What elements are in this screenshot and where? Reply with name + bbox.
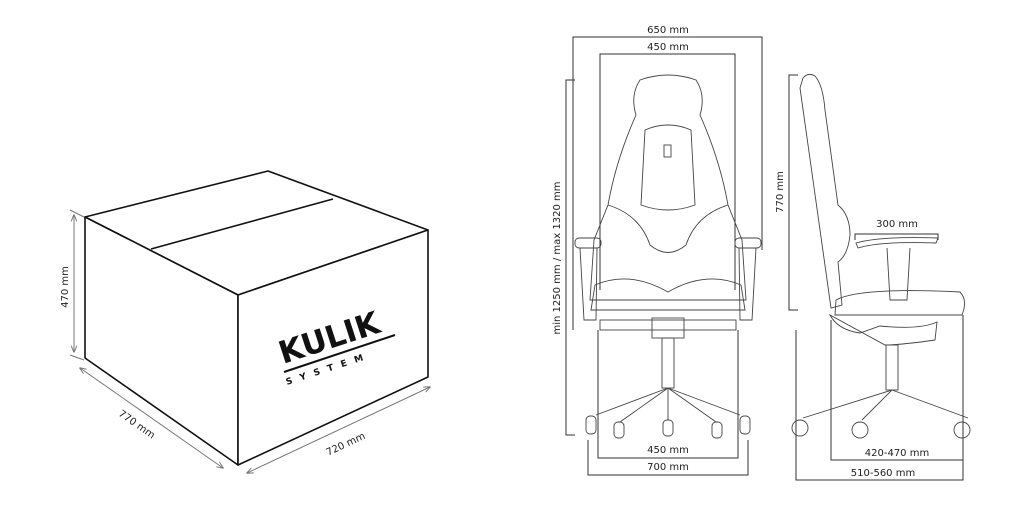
chair-side-view: 770 mm 300 mm 420-470 mm 510-560 mm bbox=[775, 73, 971, 481]
overall-width-bracket bbox=[572, 36, 763, 330]
side-armrest-pad bbox=[855, 237, 939, 249]
base-width-label: 700 mm bbox=[647, 462, 689, 473]
side-backrest bbox=[799, 73, 851, 309]
shipping-box: KULIK SYSTEM 470 mm 770 mm 720 mm bbox=[60, 170, 430, 473]
seat-mechanism bbox=[651, 317, 685, 339]
side-caster bbox=[953, 421, 971, 439]
seat-depth-bracket bbox=[830, 315, 964, 461]
right-armrest-pad bbox=[734, 237, 762, 249]
back-height-label: 770 mm bbox=[775, 171, 786, 213]
armrest-bracket bbox=[854, 233, 939, 240]
seat-base bbox=[599, 319, 737, 331]
left-armrest-pad bbox=[574, 237, 602, 249]
box-width-label: 720 mm bbox=[325, 431, 367, 459]
side-caster bbox=[851, 421, 869, 439]
casters bbox=[585, 415, 751, 439]
right-armrest-post bbox=[738, 247, 757, 321]
left-armrest-post bbox=[579, 247, 598, 321]
back-logo-tag bbox=[663, 144, 672, 158]
back-center-panel bbox=[640, 124, 696, 211]
overall-depth-label: 510-560 mm bbox=[851, 468, 915, 479]
seat-width-bracket bbox=[597, 330, 739, 459]
gas-cylinder bbox=[661, 337, 675, 389]
side-gas-cylinder bbox=[885, 344, 899, 391]
box-height-label: 470 mm bbox=[60, 266, 71, 308]
box-depth-dimension-line bbox=[80, 368, 223, 468]
height-label: min 1250 mm / max 1320 mm bbox=[552, 182, 563, 335]
overall-depth-bracket bbox=[795, 330, 964, 481]
side-armrest-post bbox=[886, 247, 911, 301]
side-seat bbox=[834, 290, 965, 316]
box-width-dimension-line bbox=[247, 387, 430, 473]
backrest-outline bbox=[589, 74, 747, 301]
seat-cushion bbox=[590, 278, 746, 311]
back-width-label: 450 mm bbox=[647, 42, 689, 53]
side-caster bbox=[791, 419, 809, 437]
armrest-label: 300 mm bbox=[876, 219, 918, 230]
box-tape-line bbox=[150, 198, 334, 250]
lumbar-outline bbox=[607, 204, 729, 253]
back-width-bracket bbox=[599, 53, 736, 290]
height-bracket bbox=[565, 79, 575, 436]
seat-depth-label: 420-470 mm bbox=[865, 448, 929, 459]
side-star-base bbox=[802, 389, 969, 421]
star-base bbox=[595, 387, 741, 423]
base-width-bracket bbox=[587, 440, 749, 476]
side-mechanism bbox=[828, 313, 938, 346]
chair-front-view: 650 mm 450 mm min 1250 mm / max 1320 mm … bbox=[552, 25, 763, 476]
box-depth-label: 770 mm bbox=[116, 408, 157, 441]
back-height-bracket bbox=[788, 74, 798, 311]
overall-width-label: 650 mm bbox=[647, 25, 689, 36]
seat-width-label: 450 mm bbox=[647, 445, 689, 456]
